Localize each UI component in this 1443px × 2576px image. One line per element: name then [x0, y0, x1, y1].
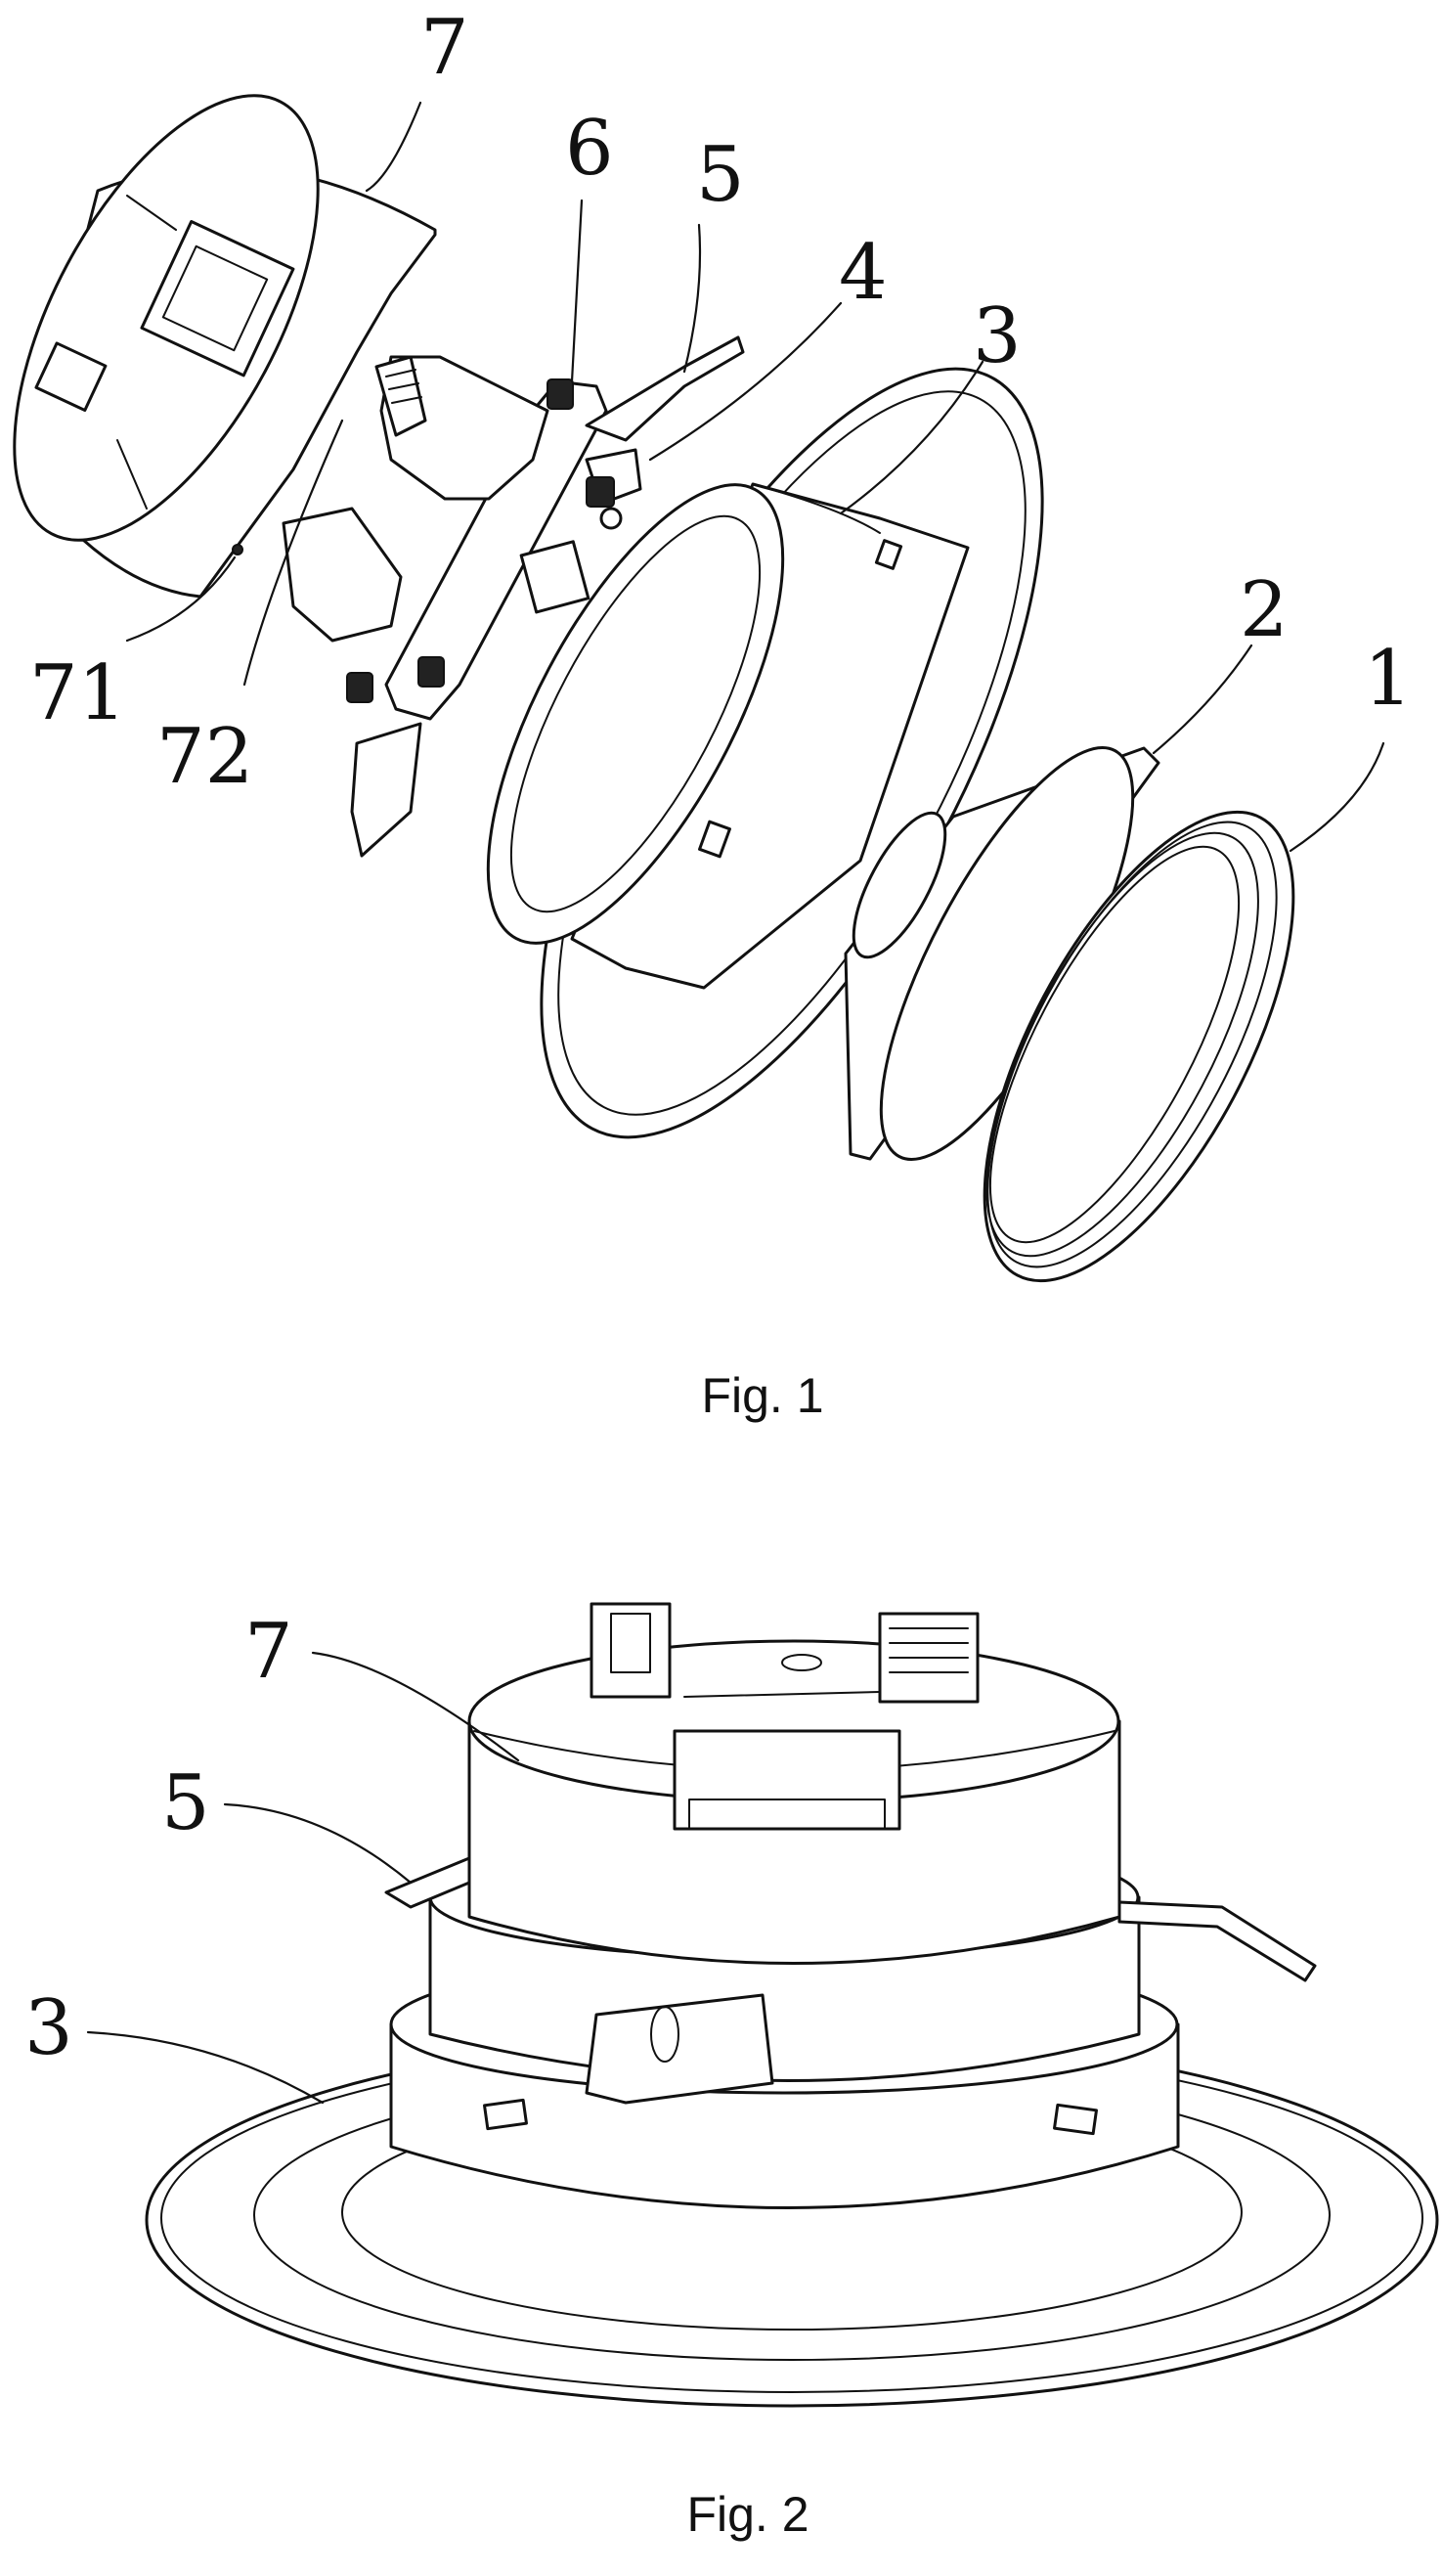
leader-1	[1290, 743, 1383, 851]
leader-6	[572, 200, 582, 381]
label-2: 2	[1240, 566, 1289, 654]
leader-5	[684, 225, 700, 372]
leader-fig2-5	[225, 1804, 411, 1883]
leader-2	[1154, 645, 1251, 753]
label-5: 5	[696, 131, 745, 219]
label-3: 3	[973, 292, 1022, 380]
label-71: 71	[29, 649, 126, 737]
label-1: 1	[1364, 635, 1413, 723]
figure-2: 7 5 3 Fig. 2	[24, 1604, 1437, 2542]
leader-fig2-3	[88, 2032, 323, 2103]
label-fig2-5: 5	[161, 1759, 210, 1847]
label-4: 4	[839, 229, 888, 317]
figure-1: 7 6 5 4 3 2 1 71 72 Fig. 1	[0, 4, 1413, 1423]
part-7-housing-assembled	[469, 1604, 1119, 1964]
label-fig2-7: 7	[244, 1608, 293, 1696]
label-7: 7	[420, 4, 469, 92]
leader-7	[367, 103, 420, 191]
figure-2-caption: Fig. 2	[686, 2487, 809, 2542]
label-72: 72	[156, 713, 253, 801]
label-fig2-3: 3	[24, 1984, 73, 2072]
figure-1-caption: Fig. 1	[701, 1368, 823, 1423]
label-6: 6	[565, 105, 614, 193]
part-7-housing	[0, 49, 435, 597]
